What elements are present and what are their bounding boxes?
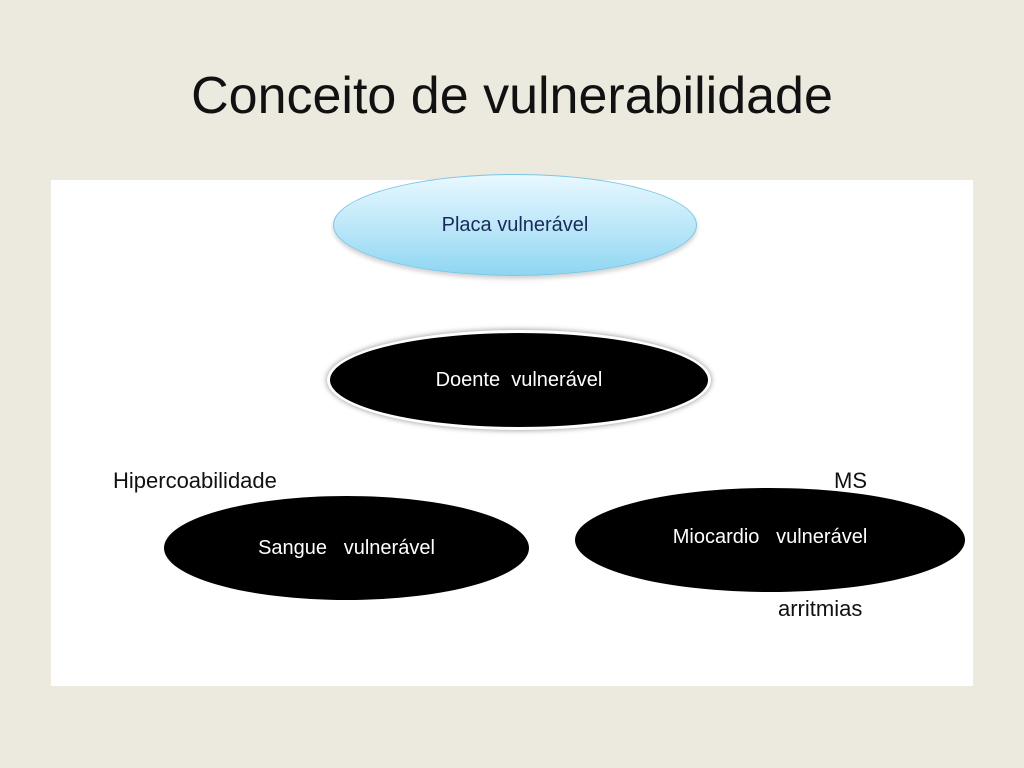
node-placa-vulneravel: Placa vulnerável <box>333 174 697 276</box>
node-miocardio-label: Miocardio vulnerável <box>672 525 868 548</box>
node-miocardio-vulneravel: Miocardio vulnerável <box>575 488 965 592</box>
diagram-panel: Placa vulnerável Doente vulnerável Hiper… <box>51 174 973 686</box>
slide-title: Conceito de vulnerabilidade <box>191 67 833 125</box>
label-hipercoabilidade: Hipercoabilidade <box>113 468 277 493</box>
node-sangue-label: Sangue vulnerável <box>258 536 435 559</box>
node-doente-vulneravel: Doente vulnerável <box>327 330 711 430</box>
node-placa-label: Placa vulnerável <box>441 213 589 236</box>
node-sangue-vulneravel: Sangue vulnerável <box>164 496 529 600</box>
label-arritmias: arritmias <box>778 596 863 621</box>
label-ms: MS <box>834 468 867 493</box>
node-doente-label: Doente vulnerável <box>435 368 603 391</box>
